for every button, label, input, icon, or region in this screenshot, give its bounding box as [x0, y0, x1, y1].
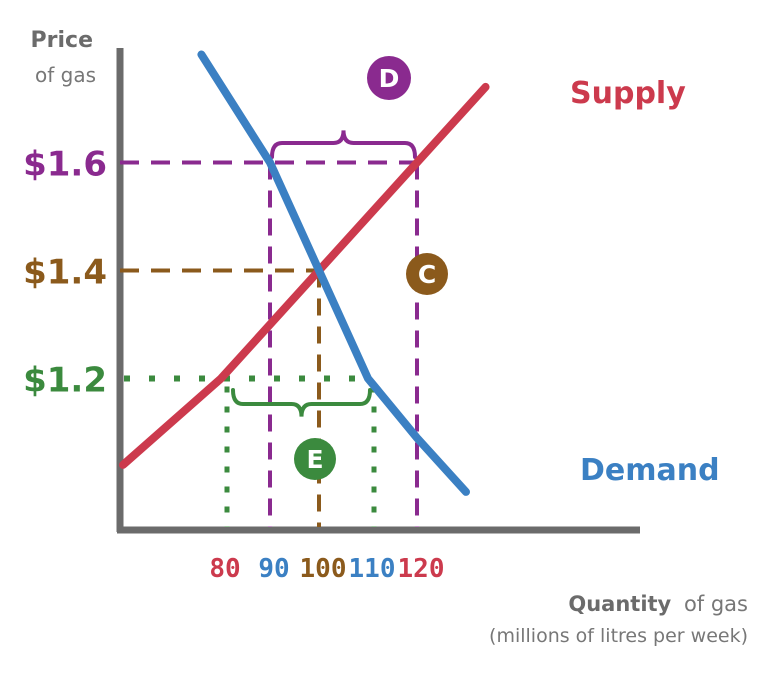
- badge-d: D: [367, 56, 411, 100]
- shortage-brace: [231, 388, 372, 417]
- supply-label: Supply: [570, 76, 686, 111]
- surplus-brace: [270, 130, 417, 159]
- badge-c-circle: [406, 253, 448, 295]
- badge-e: E: [294, 438, 336, 480]
- badge-c: C: [406, 253, 448, 295]
- x-tick-label: 110: [349, 554, 396, 584]
- x-axis-units: (millions of litres per week): [489, 625, 748, 647]
- braces: [231, 130, 417, 417]
- y-axis-subtitle: of gas: [35, 63, 96, 87]
- series-demand-line: [197, 50, 470, 496]
- x-tick-label: 80: [209, 554, 240, 584]
- badge-c-label: C: [418, 260, 436, 289]
- y-tick-label: $1.4: [23, 253, 107, 293]
- y-tick-label: $1.2: [23, 361, 107, 401]
- x-tick-label: 100: [300, 554, 347, 584]
- badge-d-label: D: [379, 64, 400, 93]
- y-axis-title: Price: [31, 28, 93, 53]
- x-axis-title: Quantity of gas: [568, 592, 748, 616]
- x-tick-label: 90: [258, 554, 289, 584]
- x-axis-title-main: Quantity: [568, 592, 671, 616]
- x-axis-title-sub: of gas: [684, 592, 748, 616]
- guide-lines: [120, 160, 419, 527]
- annotation-badges: D C E: [294, 56, 448, 480]
- demand-label: Demand: [580, 453, 720, 488]
- badge-d-circle: [367, 56, 411, 100]
- x-tick-label: 120: [398, 554, 445, 584]
- curves: [119, 50, 490, 496]
- badge-e-label: E: [306, 445, 323, 474]
- y-tick-label: $1.6: [23, 145, 107, 185]
- badge-e-circle: [294, 438, 336, 480]
